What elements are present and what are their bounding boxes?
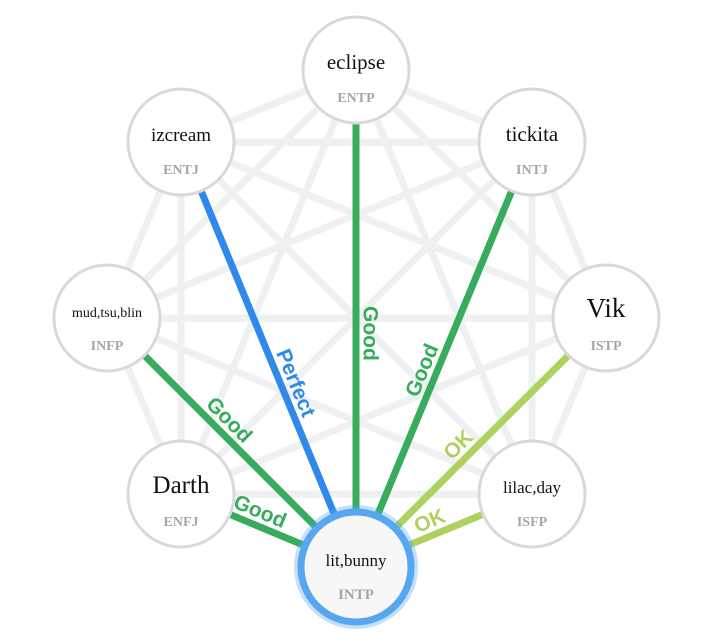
link-label-eclipse: Good [359, 306, 382, 361]
link-vik[interactable] [353, 315, 609, 570]
member-nodes: eclipseENTPtickitaINTJVikISTPlilac,dayIS… [52, 15, 661, 629]
node-name: izcream [151, 125, 211, 146]
compatibility-links [104, 70, 609, 571]
node-type: INTP [338, 587, 374, 603]
node-circle [477, 87, 587, 197]
node-name: Vik [587, 293, 626, 323]
node-circle [126, 439, 236, 549]
node-name: mud,tsu,blin [72, 306, 142, 321]
link-mud[interactable] [104, 315, 359, 570]
node-circle [301, 15, 411, 125]
node-type: ISFP [517, 515, 548, 530]
node-name: eclipse [327, 50, 385, 74]
node-name: Darth [153, 472, 210, 499]
node-name: tickita [506, 122, 559, 146]
link-izcream[interactable] [177, 140, 360, 569]
node-type: ISTP [590, 339, 622, 354]
node-type: INTJ [516, 163, 548, 178]
node-type: ENTP [337, 91, 375, 106]
selected-glow [294, 505, 418, 629]
node-circle [477, 439, 587, 549]
mesh-line-vik-izcream [179, 138, 608, 322]
node-circle [551, 263, 661, 373]
node-type: ENFJ [164, 515, 199, 530]
node-type: ENTJ [163, 163, 199, 178]
node-name: lilac,day [503, 478, 562, 497]
link-tickita[interactable] [352, 140, 536, 569]
node-circle [297, 508, 415, 626]
node-circle [126, 87, 236, 197]
node-type: INFP [91, 339, 124, 354]
node-name: lit,bunny [326, 551, 387, 570]
node-circle [52, 263, 162, 373]
